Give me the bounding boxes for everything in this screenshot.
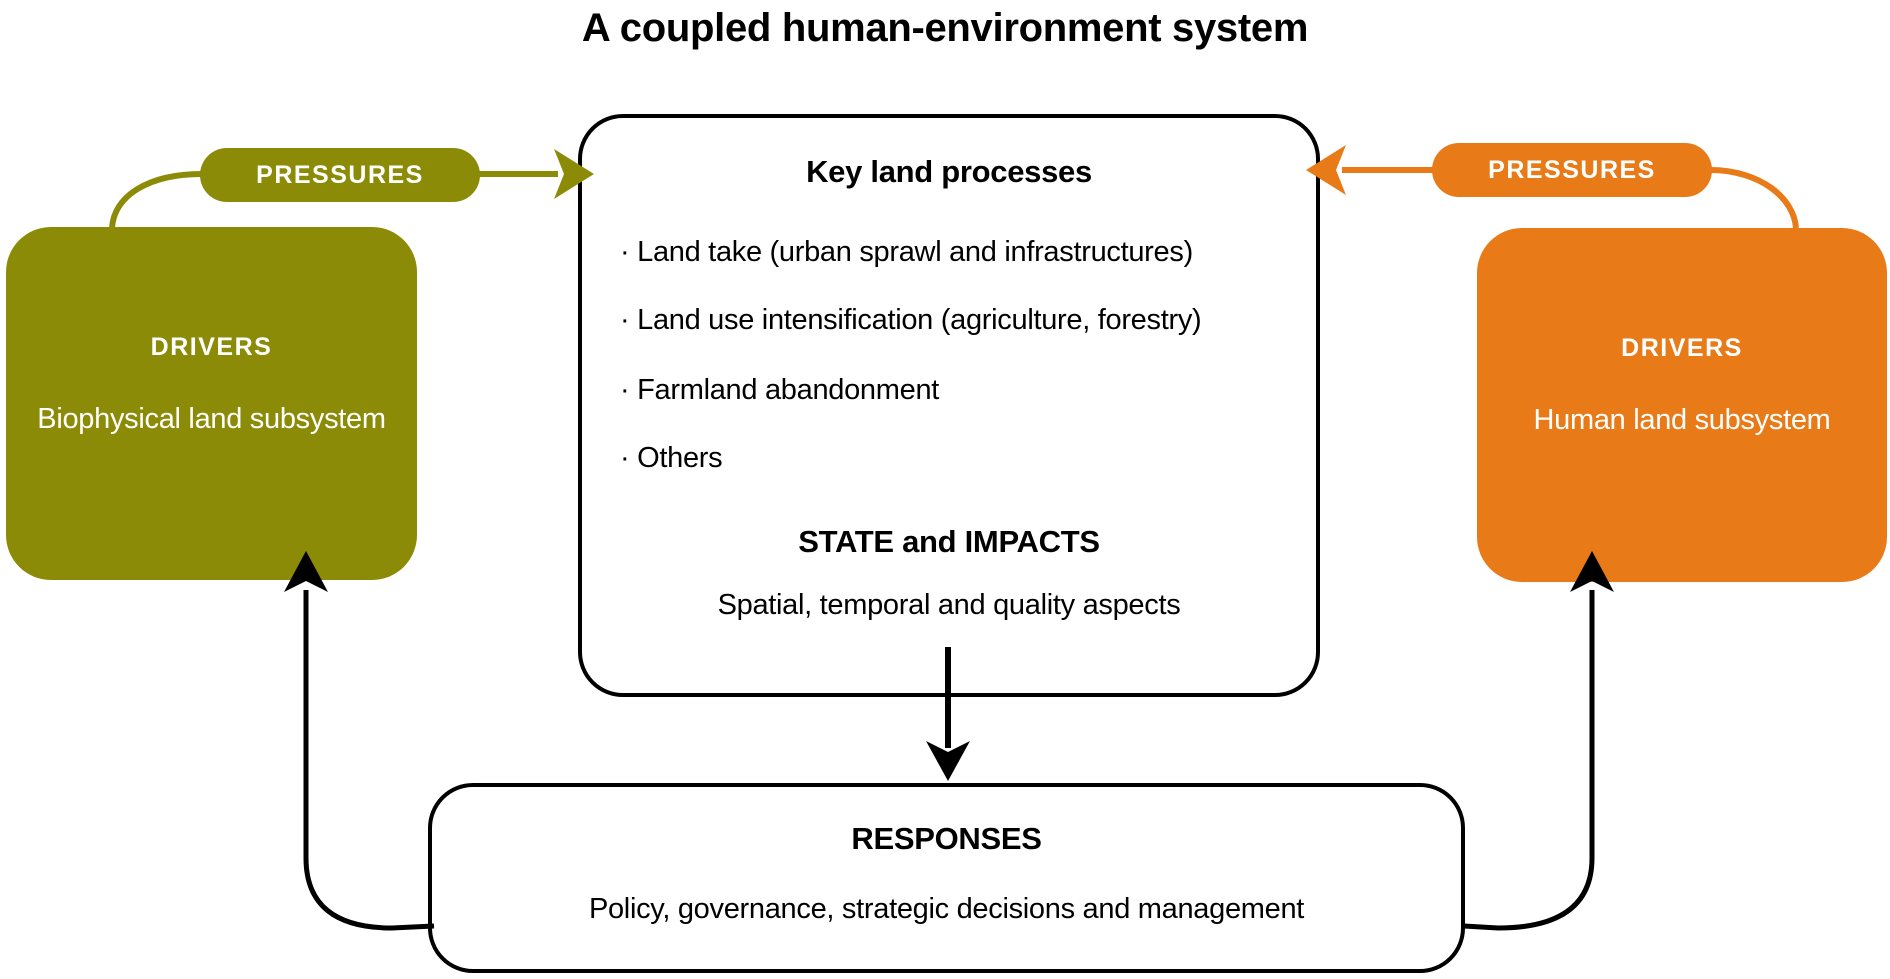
drivers-box-human: DRIVERS Human land subsystem	[1477, 228, 1887, 582]
pressures-pill-left: PRESSURES	[200, 148, 480, 202]
state-and-impacts-heading: STATE and IMPACTS	[798, 524, 1100, 559]
state-to-responses-arrowhead-icon	[926, 741, 970, 781]
drivers-label-left: DRIVERS	[150, 333, 273, 361]
pressures-pill-right: PRESSURES	[1432, 143, 1712, 197]
bullet-land-take: · Land take (urban sprawl and infrastruc…	[620, 236, 1193, 268]
right-drivers-to-pressures-curve	[1709, 167, 1799, 229]
bullet-others: · Others	[620, 442, 723, 474]
drivers-label-right: DRIVERS	[1621, 334, 1743, 362]
drivers-box-biophysical: DRIVERS Biophysical land subsystem	[6, 227, 417, 580]
bullet-farmland-abandonment: · Farmland abandonment	[620, 374, 940, 406]
bullet-land-use-intensification: · Land use intensification (agriculture,…	[620, 304, 1202, 336]
pressures-label-right: PRESSURES	[1488, 155, 1656, 184]
state-and-impacts-text: Spatial, temporal and quality aspects	[717, 589, 1181, 621]
key-land-processes-title: Key land processes	[806, 154, 1092, 189]
biophysical-subsystem-label: Biophysical land subsystem	[37, 403, 386, 435]
human-subsystem-label: Human land subsystem	[1533, 404, 1831, 436]
responses-title: RESPONSES	[851, 821, 1042, 856]
key-land-processes-box	[578, 114, 1320, 697]
responses-box: RESPONSES Policy, governance, strategic …	[428, 783, 1465, 973]
pressures-label-left: PRESSURES	[256, 160, 424, 189]
responses-text: Policy, governance, strategic decisions …	[588, 893, 1305, 925]
responses-to-right-drivers-line	[1463, 590, 1595, 931]
left-drivers-to-pressures-curve	[109, 171, 203, 229]
responses-to-left-drivers-line	[303, 590, 435, 931]
diagram-title: A coupled human-environment system	[581, 6, 1309, 50]
